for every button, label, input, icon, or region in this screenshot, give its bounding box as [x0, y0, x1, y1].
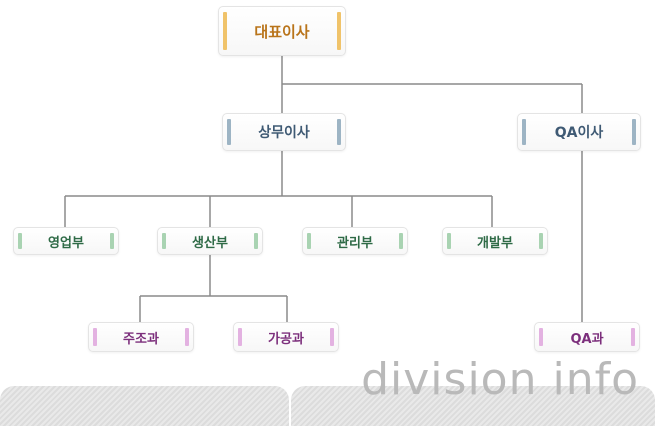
management-department-box: 관리부 — [302, 227, 408, 255]
sales-department-label: 영업부 — [48, 235, 84, 251]
development-department-label: 개발부 — [477, 235, 513, 251]
footer-title: division info — [361, 354, 639, 405]
production-department-box: 생산부 — [157, 227, 263, 255]
footer-band-left — [0, 386, 289, 426]
managing-director-box: 상무이사 — [222, 113, 346, 151]
footer-band-right — [291, 386, 655, 426]
qa-director-box: QA이사 — [517, 113, 641, 151]
qa-team-label: QA과 — [570, 331, 604, 347]
ceo-box: 대표이사 — [218, 6, 346, 56]
managing-director-label: 상무이사 — [258, 125, 310, 141]
machining-team-label: 가공과 — [268, 331, 304, 347]
development-department-box: 개발부 — [442, 227, 548, 255]
qa-team-box: QA과 — [534, 322, 640, 352]
machining-team-box: 가공과 — [233, 322, 339, 352]
production-department-label: 생산부 — [192, 235, 228, 251]
qa-director-label: QA이사 — [554, 125, 604, 141]
management-department-label: 관리부 — [337, 235, 373, 251]
sales-department-box: 영업부 — [13, 227, 119, 255]
casting-team-label: 주조과 — [123, 331, 159, 347]
casting-team-box: 주조과 — [88, 322, 194, 352]
ceo-label: 대표이사 — [254, 22, 310, 41]
